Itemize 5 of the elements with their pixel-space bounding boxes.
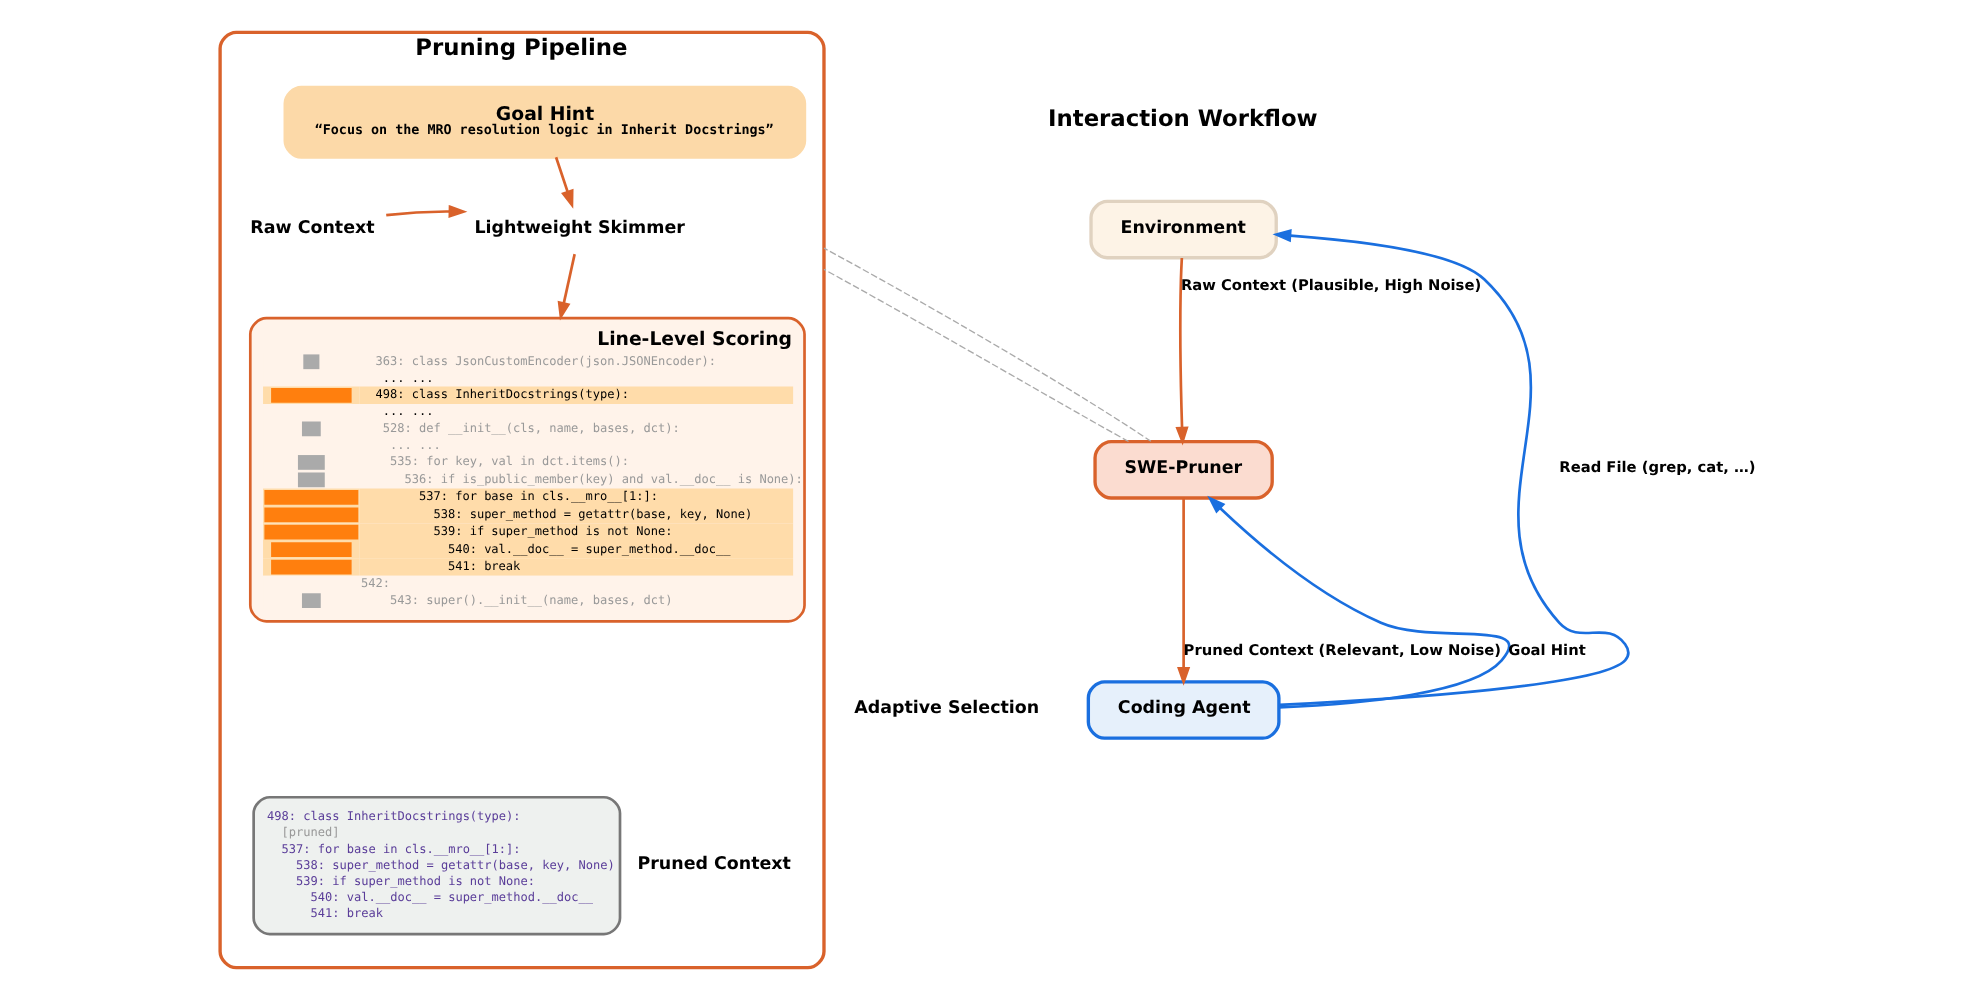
label: Interaction Workflow <box>1047 104 1317 133</box>
node-label: Pruned Context <box>636 854 790 875</box>
node-text: Raw Context <box>249 218 374 239</box>
node-text: Lightweight Skimmer <box>473 218 684 239</box>
label: Adaptive Selection <box>853 699 1039 720</box>
